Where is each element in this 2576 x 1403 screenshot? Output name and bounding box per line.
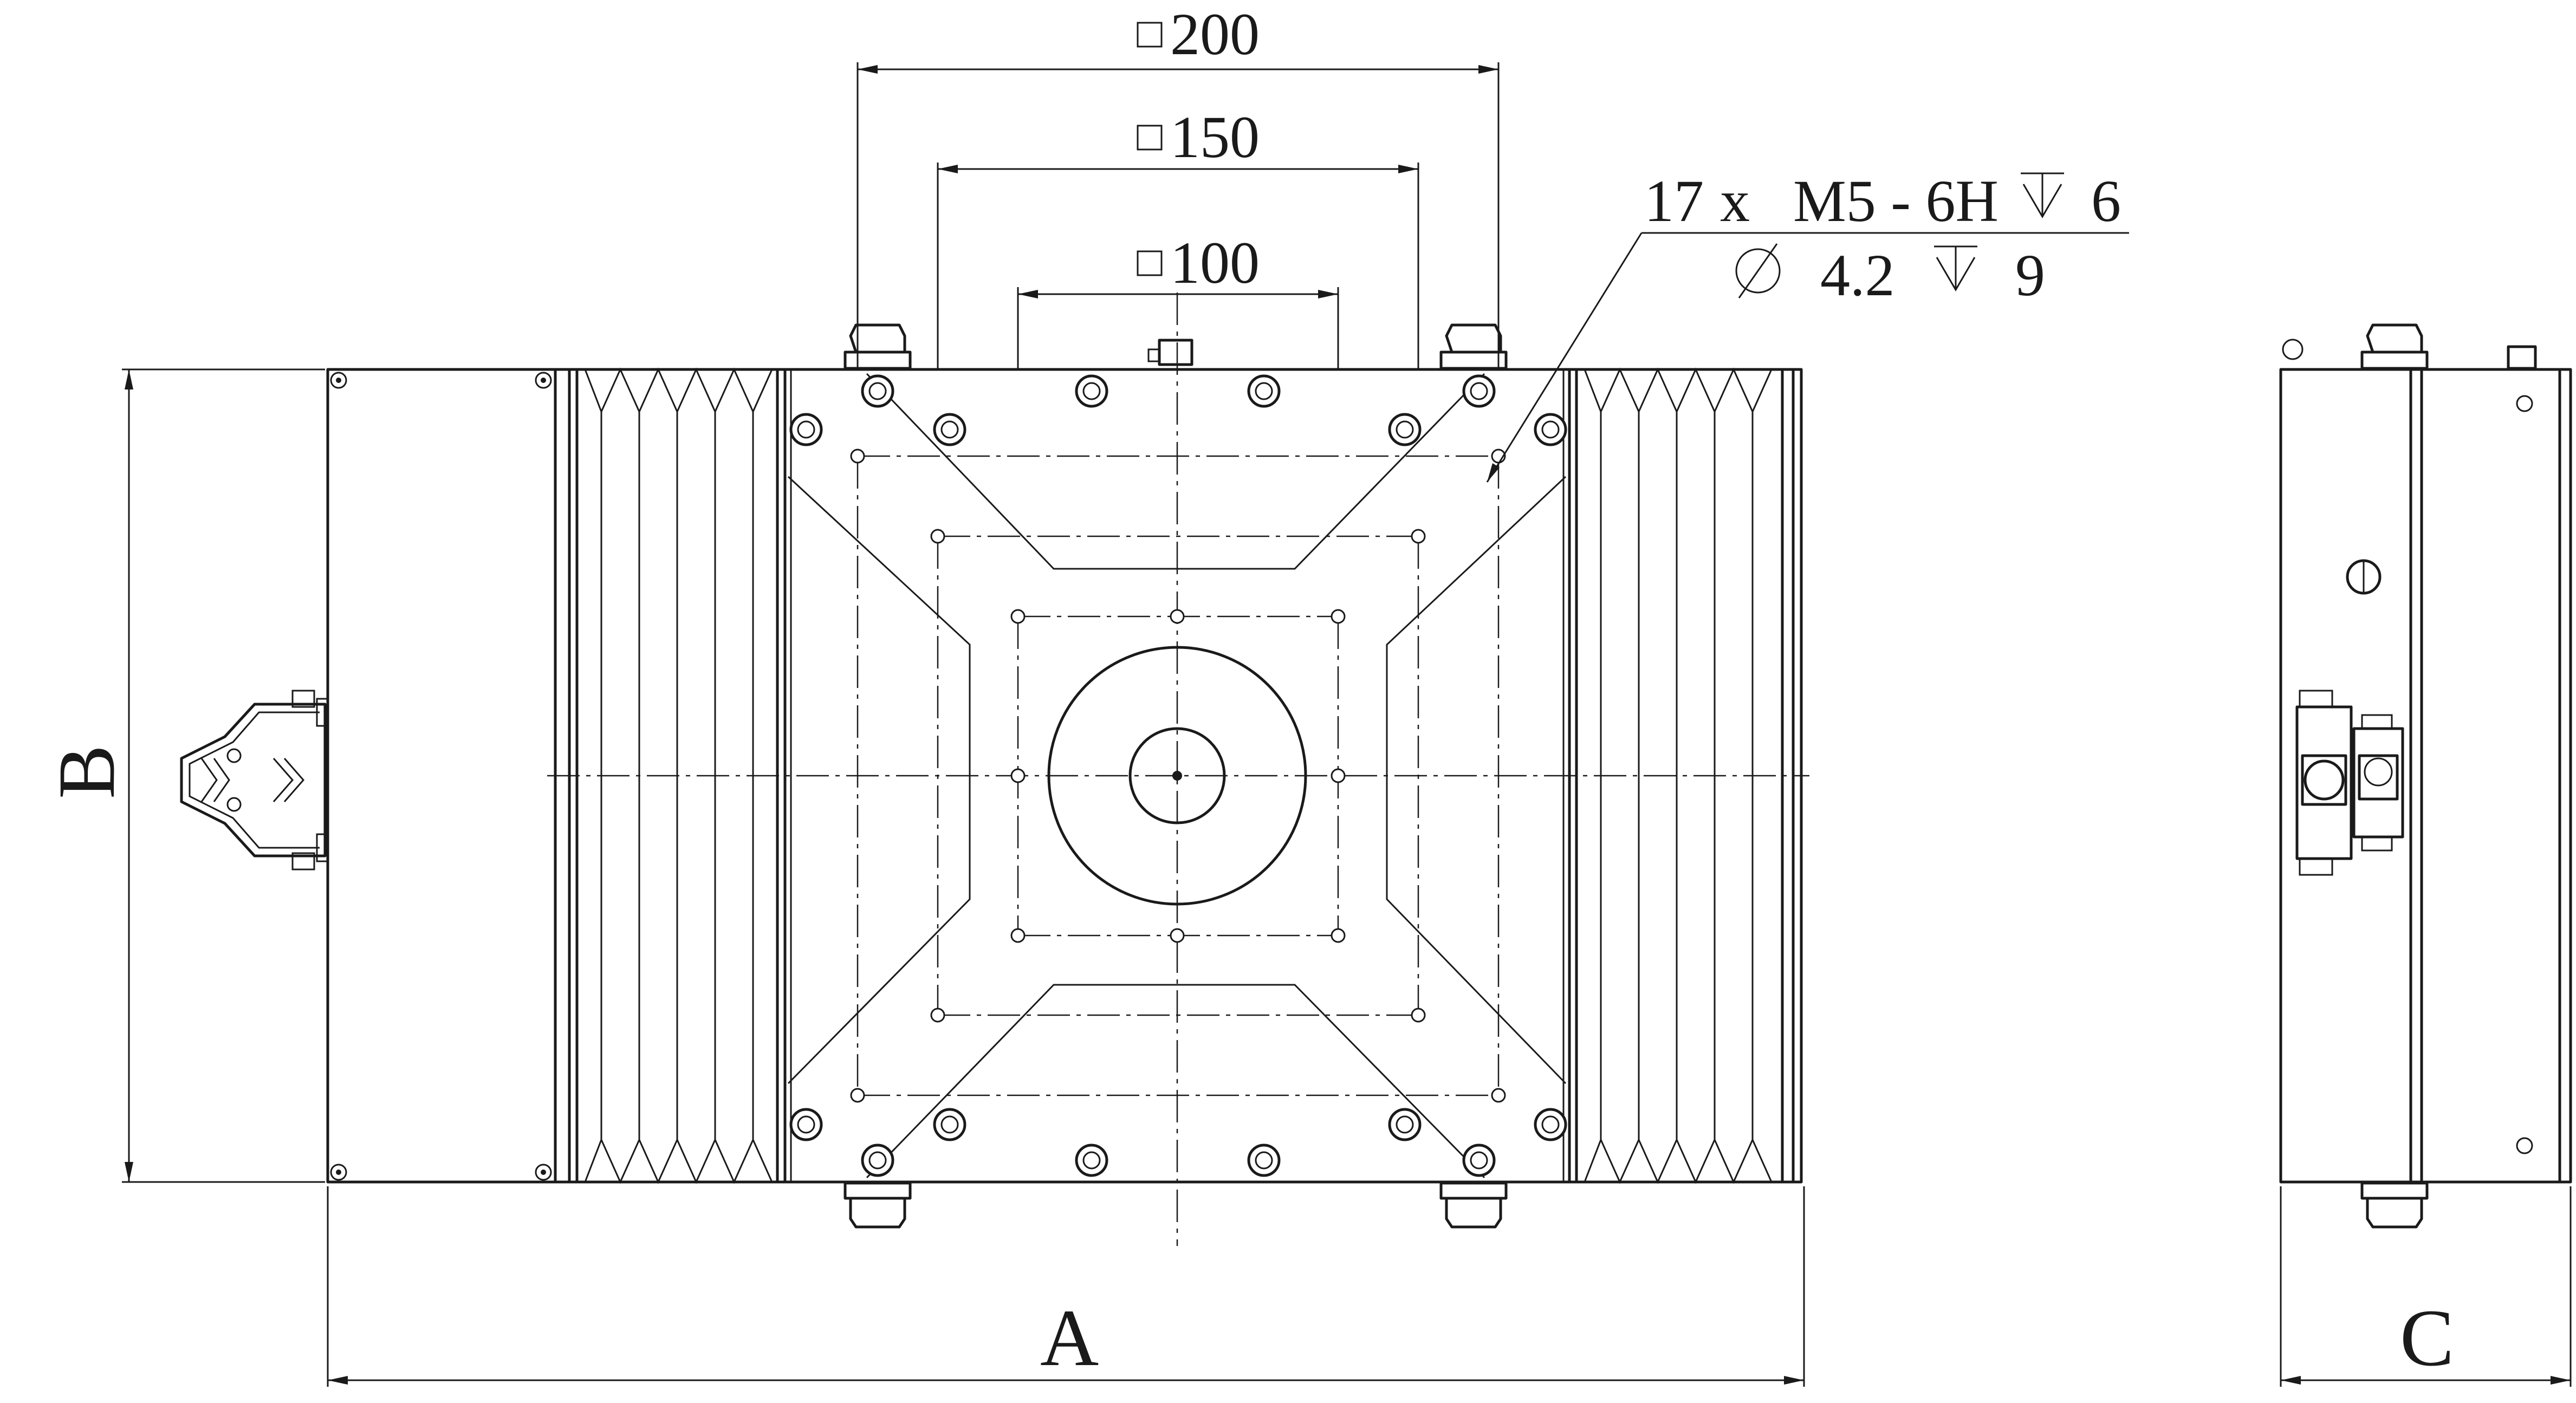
callout-count: 17 — [1644, 168, 1704, 234]
center-lines — [547, 293, 1809, 1246]
dimension-lines — [122, 62, 2572, 1387]
depth-symbol-2 — [1934, 245, 1977, 291]
callout-times: x — [1720, 168, 1750, 234]
diameter-symbol — [1735, 243, 1781, 298]
depth-symbol-1 — [2021, 172, 2064, 218]
dim-b-label: B — [42, 745, 132, 799]
callout-depth-2: 9 — [2015, 242, 2045, 308]
tapped-holes — [850, 449, 1506, 1103]
mounting-screws — [789, 374, 1567, 1177]
callout-depth-1: 6 — [2091, 168, 2121, 234]
callout-diameter: 4.2 — [1820, 242, 1895, 308]
hex-fittings — [843, 323, 1508, 1229]
callout-thread: M5 - 6H — [1793, 168, 1998, 234]
control-box — [326, 368, 571, 1184]
dim-100-label: 100 — [1170, 230, 1260, 296]
dim-150-label: 150 — [1170, 104, 1260, 170]
square-symbols — [1137, 22, 1163, 276]
thread-callout: 17 x M5 - 6H 6 4.2 9 — [1644, 168, 2121, 308]
dim-c-label: C — [2400, 1293, 2454, 1383]
side-view — [2279, 323, 2572, 1229]
dim-200-label: 200 — [1170, 1, 1260, 67]
dim-a-label: A — [1040, 1293, 1099, 1383]
cable-connector — [180, 690, 329, 871]
